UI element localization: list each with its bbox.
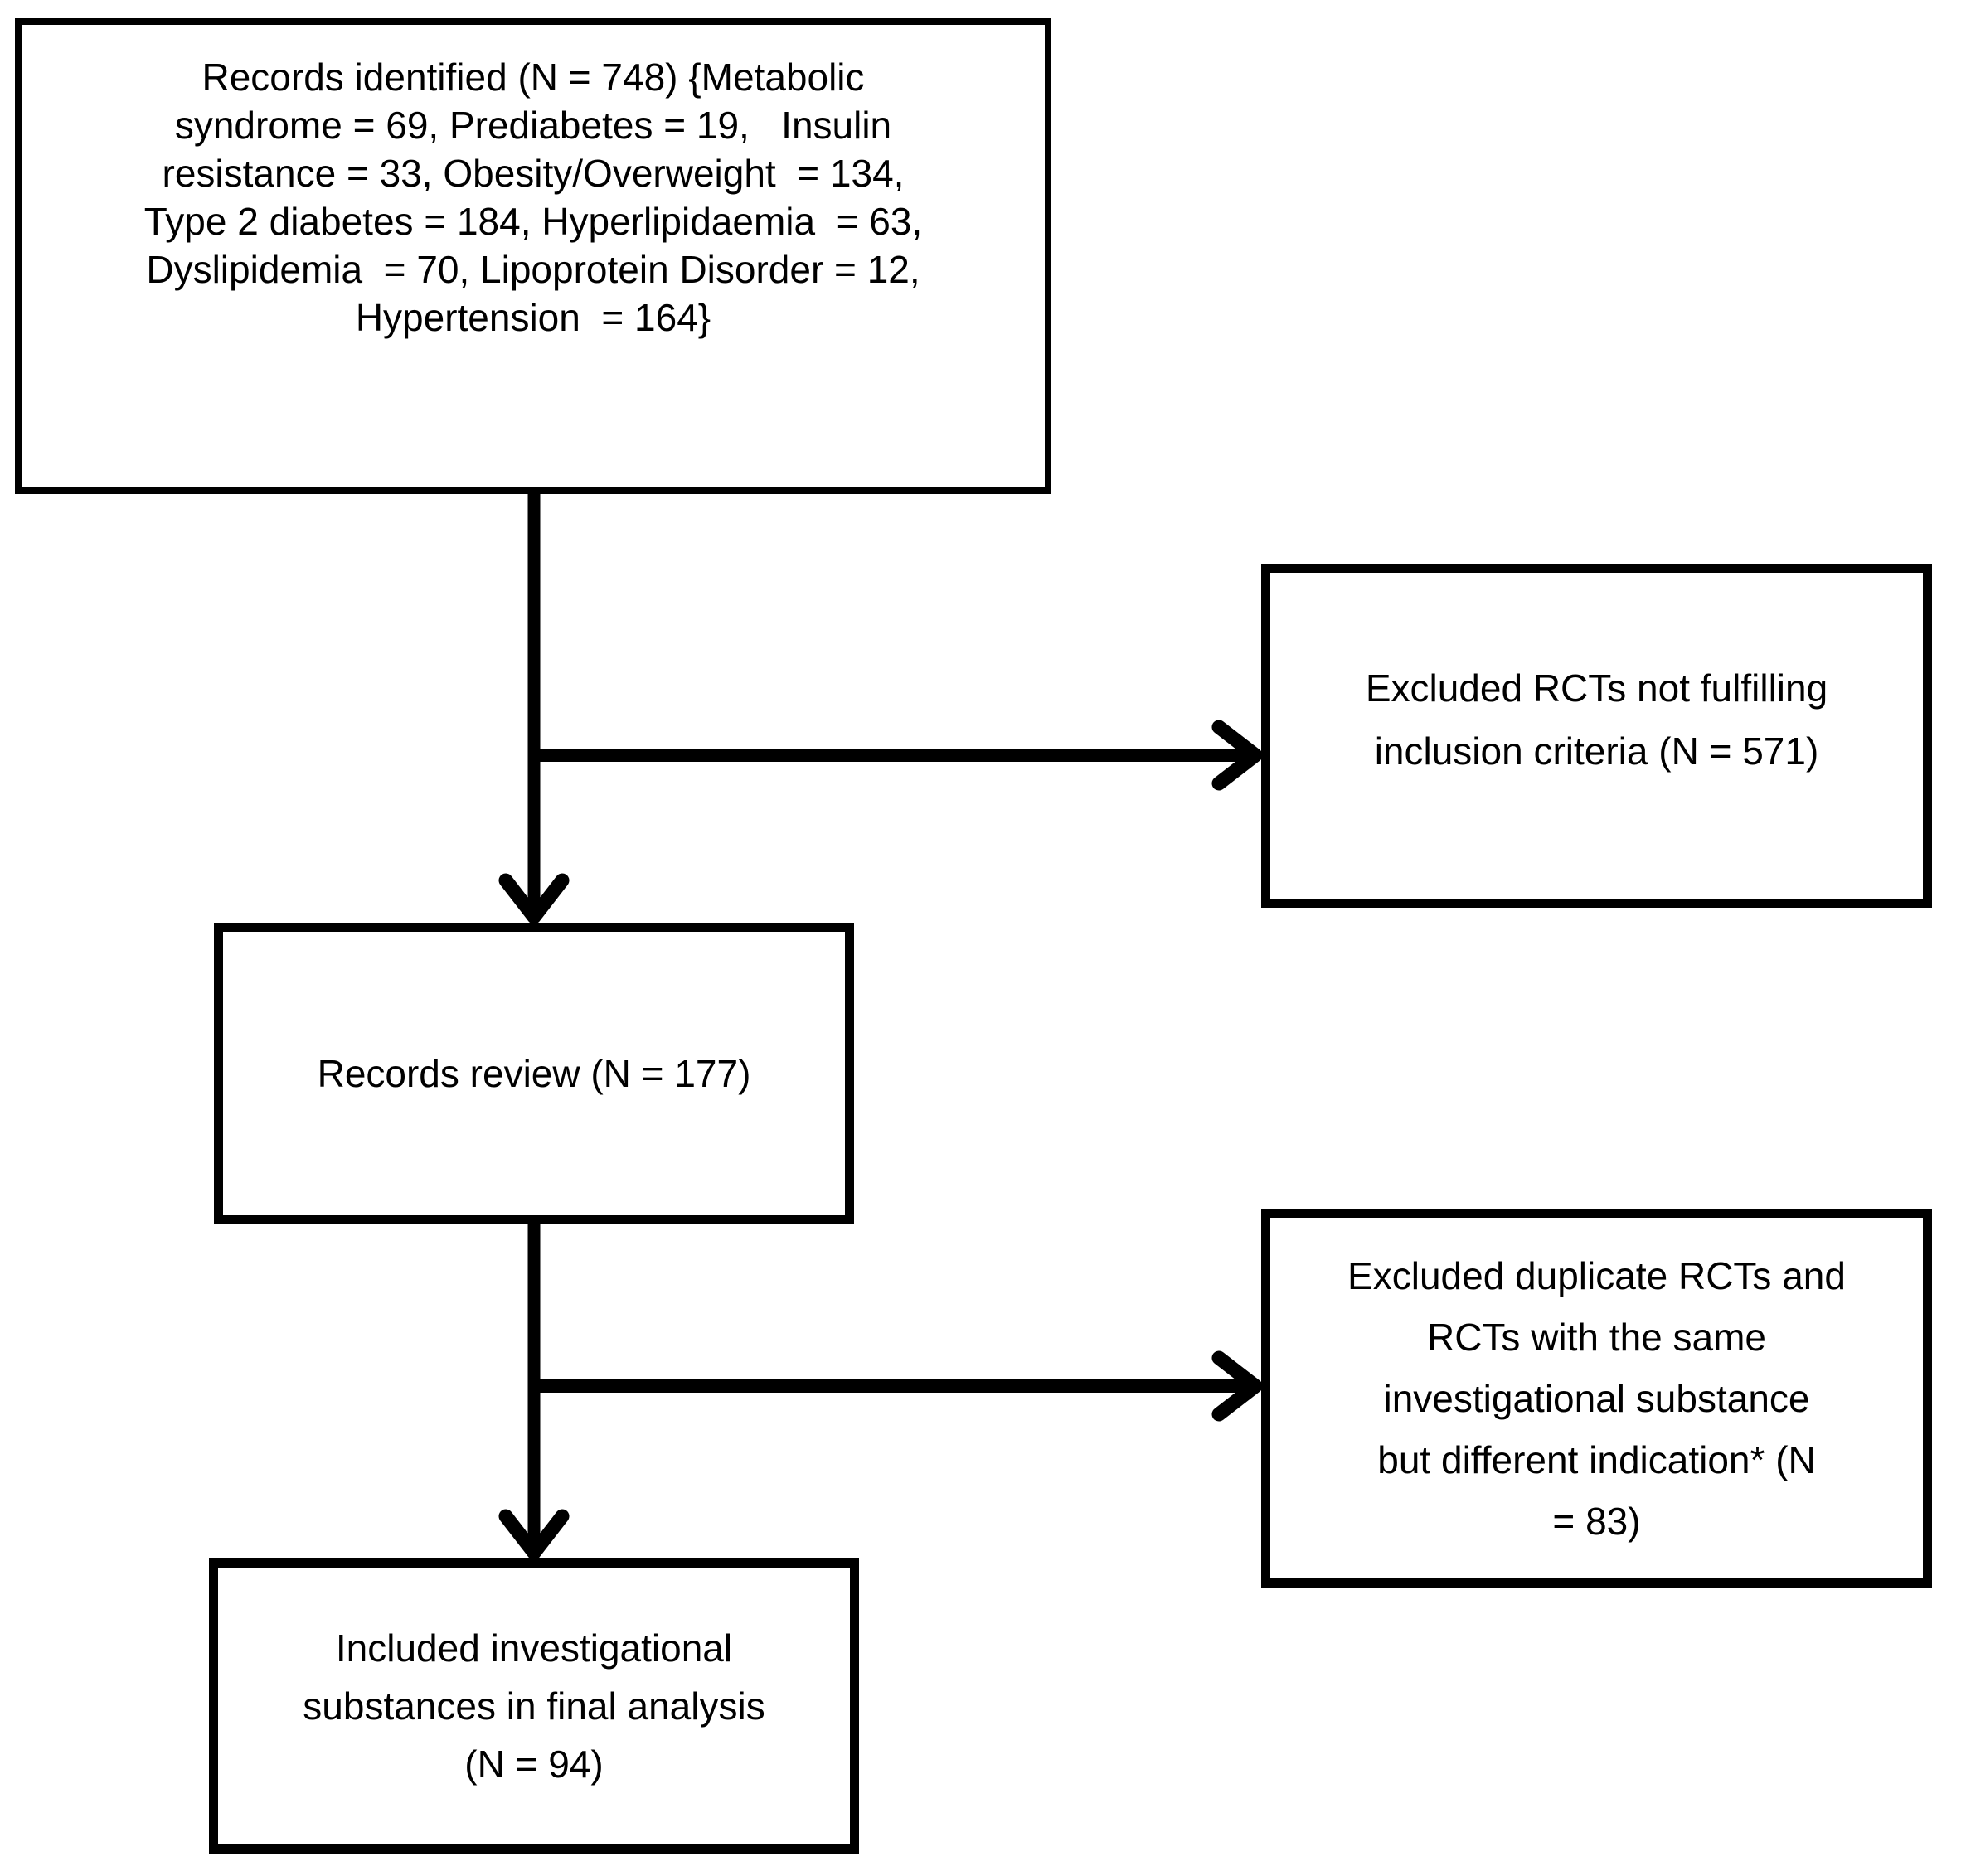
- excluded-duplicates-text: Excluded duplicate RCTs and RCTs with th…: [1347, 1253, 1846, 1543]
- arrowhead-right-icon: [1211, 1350, 1263, 1422]
- arrowhead-down-icon: [498, 1509, 570, 1560]
- records-identified-box: Records identified (N = 748) {Metabolic …: [15, 18, 1051, 494]
- arrowhead-right-icon: [1211, 720, 1263, 791]
- arrow-top-to-review: [498, 491, 570, 924]
- included-final-analysis-text: Included investigational substances in f…: [303, 1626, 765, 1786]
- records-identified-text: Records identified (N = 748) {Metabolic …: [143, 56, 923, 339]
- records-review-box: Records review (N = 177): [214, 923, 854, 1224]
- excluded-duplicates-box: Excluded duplicate RCTs and RCTs with th…: [1261, 1209, 1932, 1588]
- arrow-to-excluded-1: [529, 720, 1263, 791]
- arrow-to-excluded-2: [529, 1350, 1263, 1422]
- excluded-not-fulfilling-box: Excluded RCTs not fulfilling inclusion c…: [1261, 564, 1932, 908]
- arrowhead-down-icon: [498, 873, 570, 924]
- excluded-not-fulfilling-text: Excluded RCTs not fulfilling inclusion c…: [1365, 666, 1828, 773]
- included-final-analysis-box: Included investigational substances in f…: [209, 1558, 859, 1854]
- records-review-text: Records review (N = 177): [317, 1052, 751, 1095]
- arrow-review-to-included: [498, 1222, 570, 1560]
